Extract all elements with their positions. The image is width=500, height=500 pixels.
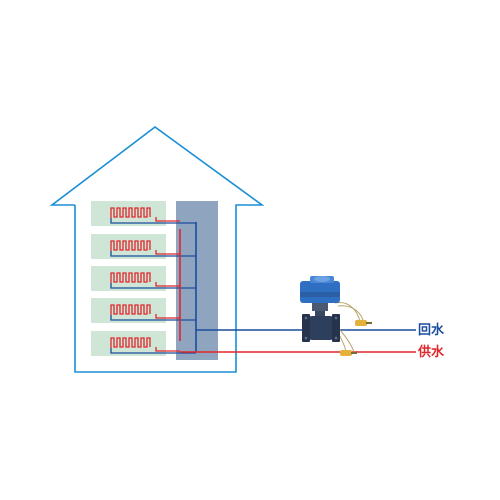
return-branch-pipe xyxy=(110,218,196,224)
heating-coil xyxy=(110,207,151,218)
return-water-label: 回水 xyxy=(418,322,445,338)
floor-panels xyxy=(91,201,196,356)
floor-panel-5 xyxy=(91,331,196,356)
temperature-sensor-supply xyxy=(340,350,357,356)
heating-coil xyxy=(110,272,151,283)
control-valve xyxy=(300,276,340,342)
temperature-sensor-return xyxy=(355,320,372,326)
supply-branch-pipe xyxy=(155,314,180,319)
return-branch-pipe xyxy=(110,283,196,289)
valve-body xyxy=(308,316,334,340)
supply-branch-pipe xyxy=(155,250,180,255)
riser-column xyxy=(176,201,218,360)
return-branch-pipe xyxy=(110,251,196,257)
return-branch-pipe xyxy=(110,348,196,354)
floor-panel-1 xyxy=(91,201,196,226)
heating-coil xyxy=(110,337,151,348)
heating-coil xyxy=(110,240,151,251)
supply-branch-pipe xyxy=(155,282,180,287)
supply-branch-pipe xyxy=(155,217,180,222)
house-outline xyxy=(49,126,265,373)
floor-panel-4 xyxy=(91,298,196,323)
heating-coil xyxy=(110,304,151,315)
supply-water-label: 供水 xyxy=(417,344,445,360)
floor-panel-2 xyxy=(91,234,196,259)
supply-branch-pipe xyxy=(155,347,180,352)
return-branch-pipe xyxy=(110,315,196,321)
floor-panel-3 xyxy=(91,266,196,291)
